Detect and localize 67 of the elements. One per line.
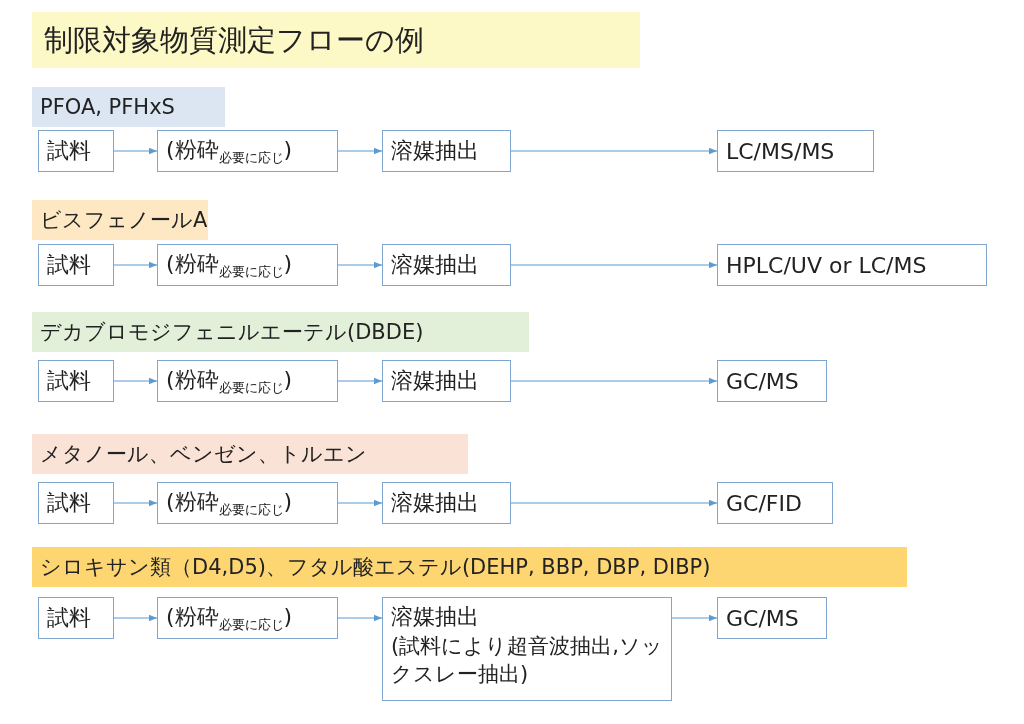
process-box bbox=[38, 482, 114, 524]
arrow bbox=[337, 377, 383, 385]
process-box bbox=[157, 130, 338, 172]
process-box bbox=[157, 244, 338, 286]
process-box bbox=[157, 360, 338, 402]
arrow bbox=[510, 147, 718, 155]
box-label: GC/FID bbox=[726, 490, 803, 516]
arrow bbox=[113, 377, 158, 385]
process-box bbox=[157, 482, 338, 524]
process-box bbox=[717, 244, 987, 286]
arrow bbox=[113, 261, 158, 269]
arrow bbox=[510, 261, 718, 269]
process-box bbox=[38, 244, 114, 286]
box-label: 溶媒抽出 bbox=[391, 489, 480, 517]
category-band bbox=[32, 200, 208, 240]
box-label: GC/MS bbox=[726, 368, 800, 394]
box-label: 試料 bbox=[47, 489, 92, 517]
arrow bbox=[510, 499, 718, 507]
box-label: 試料 bbox=[47, 604, 92, 632]
title-banner: 制限対象物質測定フローの例 bbox=[32, 12, 640, 68]
box-label: (粉砕$_{必要に応じ}$) bbox=[166, 365, 294, 398]
arrow bbox=[337, 614, 383, 622]
process-box bbox=[717, 597, 827, 639]
process-box bbox=[382, 482, 511, 524]
box-label: GC/MS bbox=[726, 605, 800, 631]
box-label: 試料 bbox=[47, 251, 92, 279]
box-label: PFOA, PFHxS bbox=[40, 95, 175, 119]
arrow bbox=[510, 377, 718, 385]
arrow bbox=[113, 614, 158, 622]
category-band bbox=[32, 87, 225, 127]
process-box bbox=[717, 360, 827, 402]
arrow bbox=[337, 499, 383, 507]
box-label: 溶媒抽出 bbox=[391, 251, 480, 279]
category-band bbox=[32, 434, 468, 474]
process-box bbox=[38, 130, 114, 172]
box-label: (粉砕$_{必要に応じ}$) bbox=[166, 602, 294, 635]
box-label: メタノール、ベンゼン、トルエン bbox=[40, 441, 367, 468]
process-box bbox=[38, 597, 114, 639]
arrow bbox=[337, 261, 383, 269]
box-label: HPLC/UV or LC/MS bbox=[726, 252, 928, 278]
arrow bbox=[337, 147, 383, 155]
arrow bbox=[113, 499, 158, 507]
arrow bbox=[113, 147, 158, 155]
process-box bbox=[717, 130, 874, 172]
process-box bbox=[157, 597, 338, 639]
box-label: 溶媒抽出 bbox=[391, 367, 480, 395]
box-label: 試料 bbox=[47, 367, 92, 395]
box-label: 溶媒抽出 bbox=[391, 137, 480, 165]
box-note: (試料により超音波抽出,ソックスレー抽出) bbox=[391, 633, 663, 689]
box-label: ビスフェノールA bbox=[40, 207, 208, 234]
box-label: LC/MS/MS bbox=[726, 138, 836, 164]
category-band bbox=[32, 312, 529, 352]
process-box bbox=[382, 597, 672, 701]
process-box bbox=[38, 360, 114, 402]
process-box bbox=[382, 360, 511, 402]
category-band bbox=[32, 547, 907, 587]
process-box bbox=[717, 482, 833, 524]
box-label: (粉砕$_{必要に応じ}$) bbox=[166, 135, 294, 168]
box-label: 試料 bbox=[47, 137, 92, 165]
arrow bbox=[671, 614, 718, 622]
process-box bbox=[382, 130, 511, 172]
box-label: 溶媒抽出 bbox=[391, 603, 480, 631]
box-label: デカブロモジフェニルエーテル(DBDE) bbox=[40, 319, 424, 346]
box-label: シロキサン類（D4,D5)、フタル酸エステル(DEHP, BBP, DBP, DIBP) bbox=[40, 554, 711, 581]
process-box bbox=[382, 244, 511, 286]
box-label: (粉砕$_{必要に応じ}$) bbox=[166, 249, 294, 282]
box-label: (粉砕$_{必要に応じ}$) bbox=[166, 487, 294, 520]
